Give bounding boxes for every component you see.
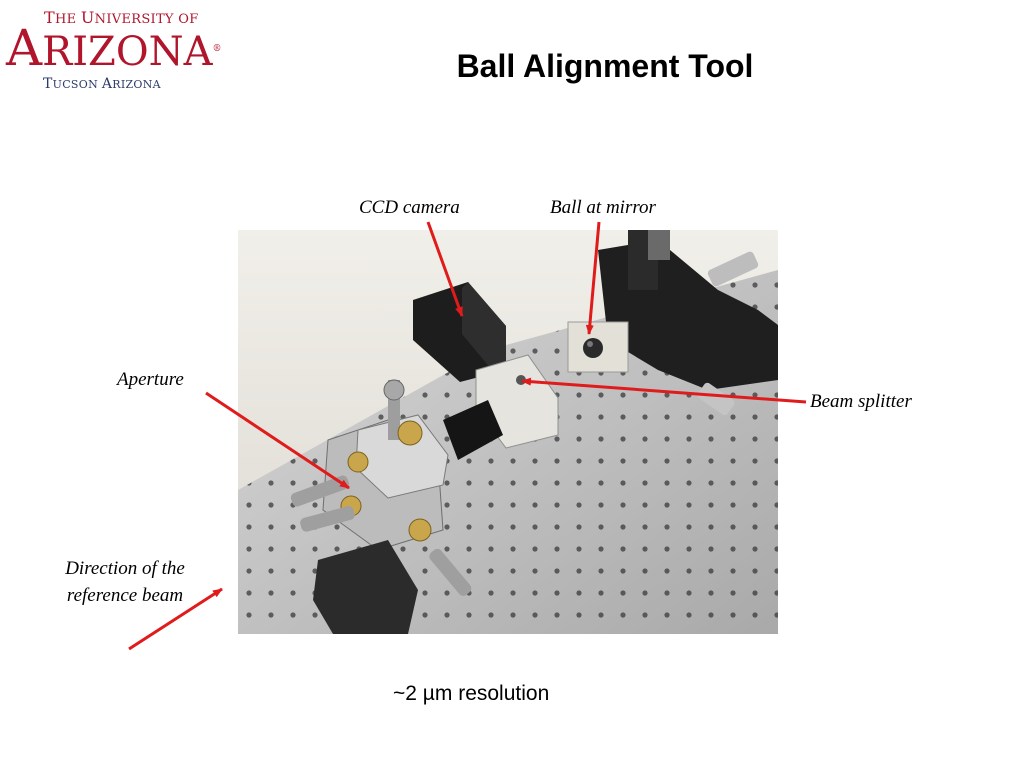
- label-direction-reference-beam: Direction of the reference beam: [65, 558, 185, 606]
- logo-line-arizona: ARIZONA®: [6, 19, 222, 77]
- label-ball-at-mirror: Ball at mirror: [550, 197, 656, 218]
- ball-alignment-tool-photo: [238, 230, 778, 634]
- resolution-caption: ~2 µm resolution: [393, 682, 550, 705]
- logo-line-university-of: THE UNIVERSITY OF: [44, 8, 199, 27]
- label-beam-splitter: Beam splitter: [810, 391, 912, 412]
- slide-title: Ball Alignment Tool: [456, 48, 754, 84]
- label-aperture: Aperture: [117, 369, 184, 390]
- university-of-arizona-logo: THE UNIVERSITY OF ARIZONA® TUCSON ARIZON…: [6, 6, 222, 92]
- label-ccd-camera: CCD camera: [359, 197, 460, 218]
- logo-line-tucson-arizona: TUCSON ARIZONA: [43, 76, 161, 92]
